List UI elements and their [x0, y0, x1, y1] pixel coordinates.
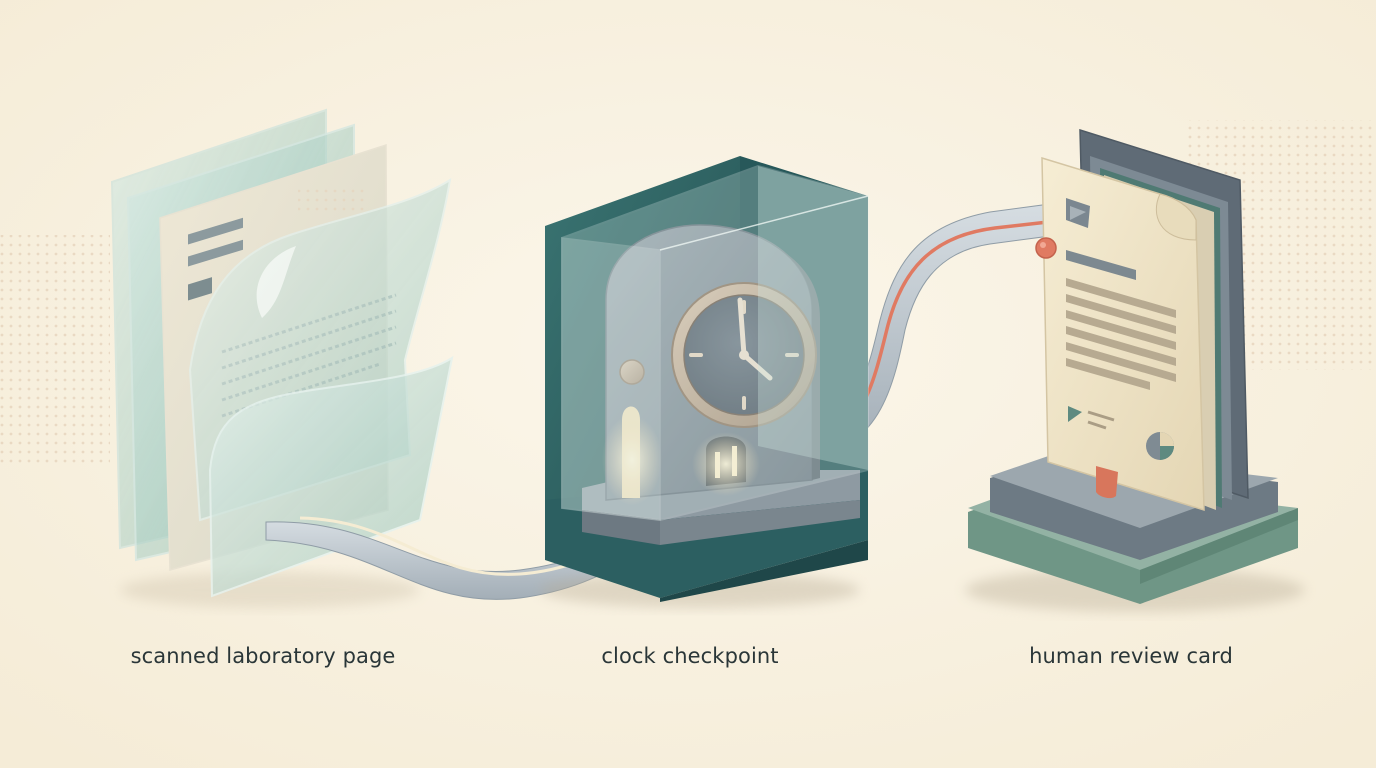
- review-card-icon: [965, 128, 1305, 612]
- clock-icon: [540, 156, 869, 608]
- coral-pin-icon: [1035, 237, 1057, 259]
- stage-label-scanned-page: scanned laboratory page: [130, 644, 396, 668]
- document-stack-icon: [110, 108, 454, 608]
- stage-label-human-review-card: human review card: [1029, 644, 1233, 668]
- dot-texture-left: [0, 235, 110, 465]
- stage-label-clock-checkpoint: clock checkpoint: [601, 644, 779, 668]
